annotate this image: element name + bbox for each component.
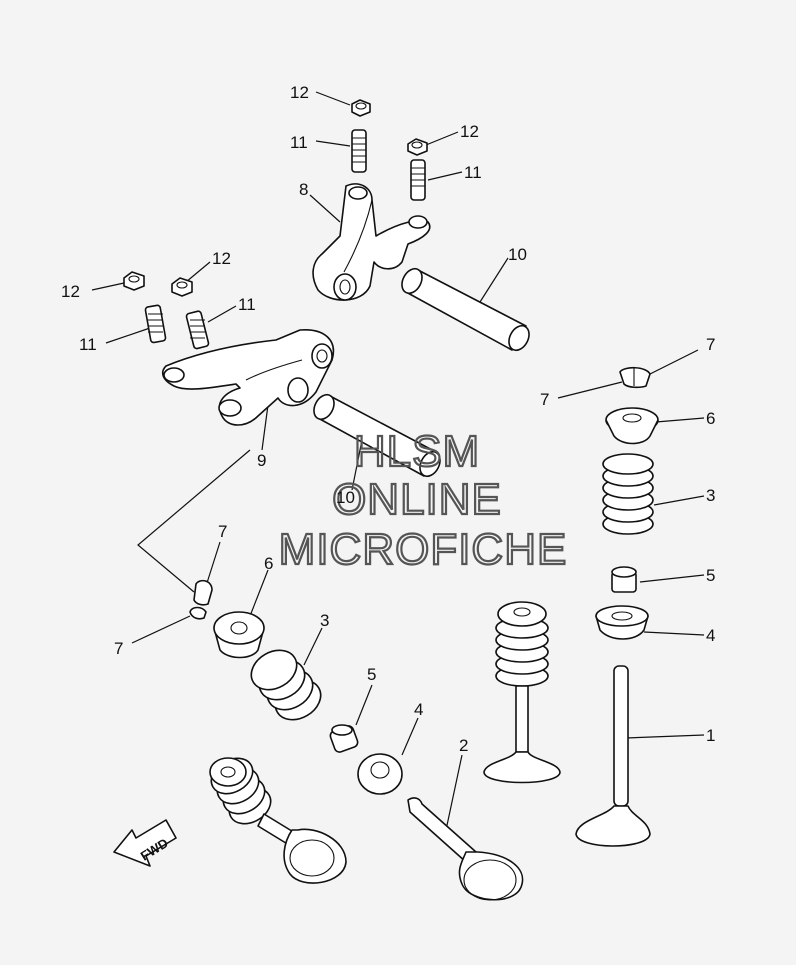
callout-5: 5 [367, 665, 376, 684]
adjuster-screw-11-lower-a [144, 304, 167, 344]
callout-6: 6 [264, 554, 273, 573]
callout-7: 7 [114, 639, 123, 658]
fwd-arrow: FWD [113, 819, 177, 867]
callout-4: 4 [706, 626, 715, 645]
spring-retainer-6-left [213, 611, 265, 659]
rocker-arm-8 [312, 183, 431, 301]
callout-12: 12 [61, 282, 80, 301]
callout-8: 8 [299, 180, 308, 199]
adjuster-screw-11-upper-a [351, 129, 367, 173]
valve-cotter-7-left-a [193, 579, 213, 606]
callout-3: 3 [320, 611, 329, 630]
callout-9: 9 [257, 451, 266, 470]
valve-stem-seal-5-left [329, 724, 359, 753]
valve-spring-3-right [602, 453, 654, 535]
valve-cotter-7-right [619, 366, 651, 389]
adjuster-screw-11-upper-b [410, 159, 426, 201]
watermark-line-3: MICROFICHE [279, 525, 568, 574]
callout-6: 6 [706, 409, 715, 428]
valve-1 [575, 665, 651, 847]
callout-10: 10 [508, 245, 527, 264]
callout-1: 1 [706, 726, 715, 745]
callout-10: 10 [336, 488, 355, 507]
watermark-line-2: ONLINE [332, 475, 502, 524]
callout-11: 11 [79, 335, 97, 354]
callout-labels: 12 11 12 11 8 10 12 12 11 11 9 10 7 7 6 … [61, 83, 715, 755]
spring-retainer-6-right [605, 407, 659, 445]
valve-assembled-right [483, 601, 561, 784]
callout-12: 12 [212, 249, 231, 268]
callout-12: 12 [460, 122, 479, 141]
nut-12-upper-b [407, 138, 428, 156]
callout-12: 12 [290, 83, 309, 102]
callout-7: 7 [706, 335, 715, 354]
callout-7: 7 [540, 390, 549, 409]
rocker-shaft-10-lower [313, 393, 441, 478]
spring-seat-4-right [595, 605, 649, 640]
callout-2: 2 [459, 736, 468, 755]
leader-lines [91, 91, 705, 831]
rocker-arm-9 [161, 329, 335, 426]
callout-3: 3 [706, 486, 715, 505]
callout-5: 5 [706, 566, 715, 585]
adjuster-screw-11-lower-b [185, 310, 210, 350]
callout-11: 11 [464, 163, 482, 182]
spring-seat-4-left [357, 753, 403, 795]
valve-stem-seal-5-right [611, 566, 637, 593]
callout-11: 11 [290, 133, 308, 152]
nut-12-lower-a [123, 271, 145, 291]
valve-2 [407, 797, 524, 901]
callout-4: 4 [414, 700, 423, 719]
valve-spring-3-left [250, 649, 322, 721]
callout-11: 11 [238, 295, 256, 314]
watermark-line-1: HLSM [354, 427, 480, 476]
watermark: HLSM ONLINE MICROFICHE [278, 426, 568, 575]
valve-assembled-left [209, 757, 347, 884]
rocker-shaft-10-upper [401, 267, 530, 352]
callout-7: 7 [218, 522, 227, 541]
nut-12-upper-a [351, 99, 371, 117]
valve-cotter-7-left-b [189, 606, 207, 620]
nut-12-lower-b [171, 277, 193, 297]
